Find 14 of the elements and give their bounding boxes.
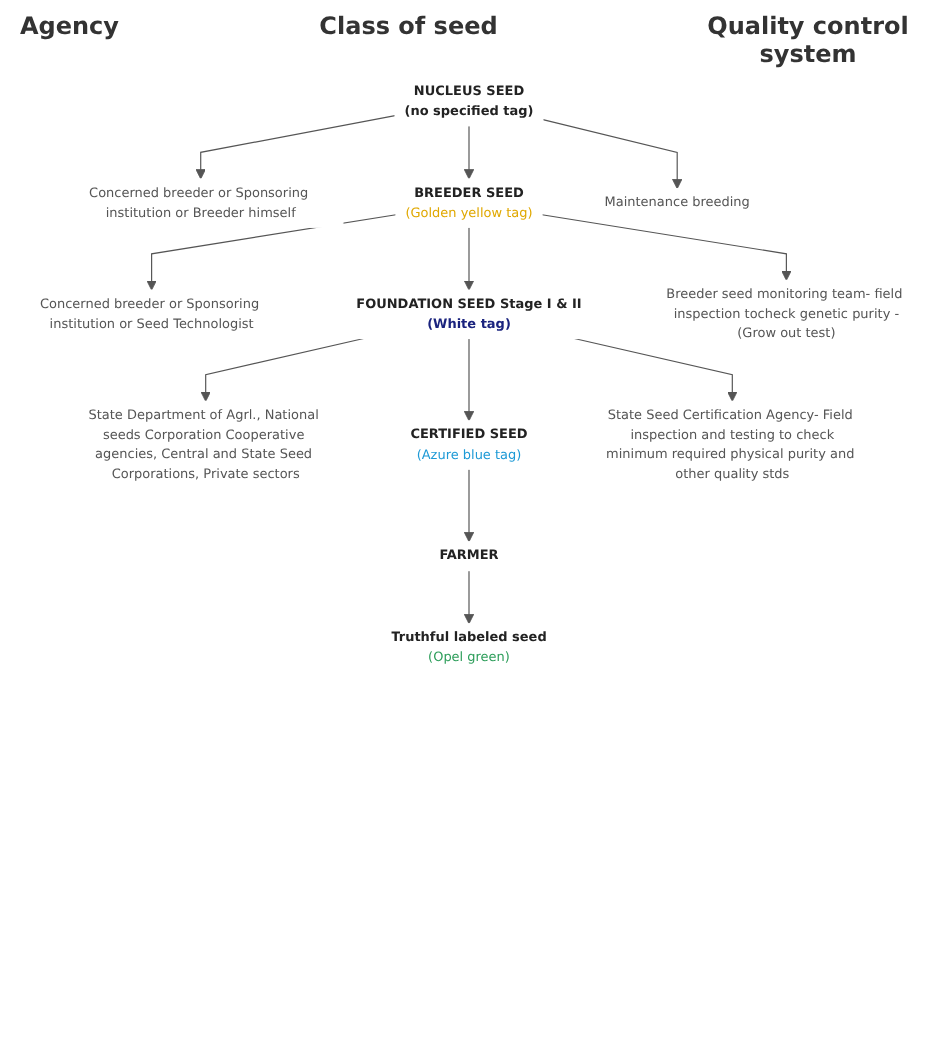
arrow — [195, 115, 396, 180]
arrow — [463, 468, 475, 543]
arrow — [463, 570, 475, 625]
column-heading: Quality control system — [705, 12, 911, 68]
arrow — [146, 214, 397, 291]
arrow — [542, 119, 683, 190]
arrow — [541, 214, 792, 281]
arrow — [200, 337, 365, 402]
arrow — [573, 337, 738, 402]
column-heading: Agency — [20, 12, 119, 44]
arrow — [463, 226, 475, 291]
arrow — [463, 125, 475, 180]
arrow — [463, 337, 475, 422]
column-heading: Class of seed — [319, 12, 498, 44]
